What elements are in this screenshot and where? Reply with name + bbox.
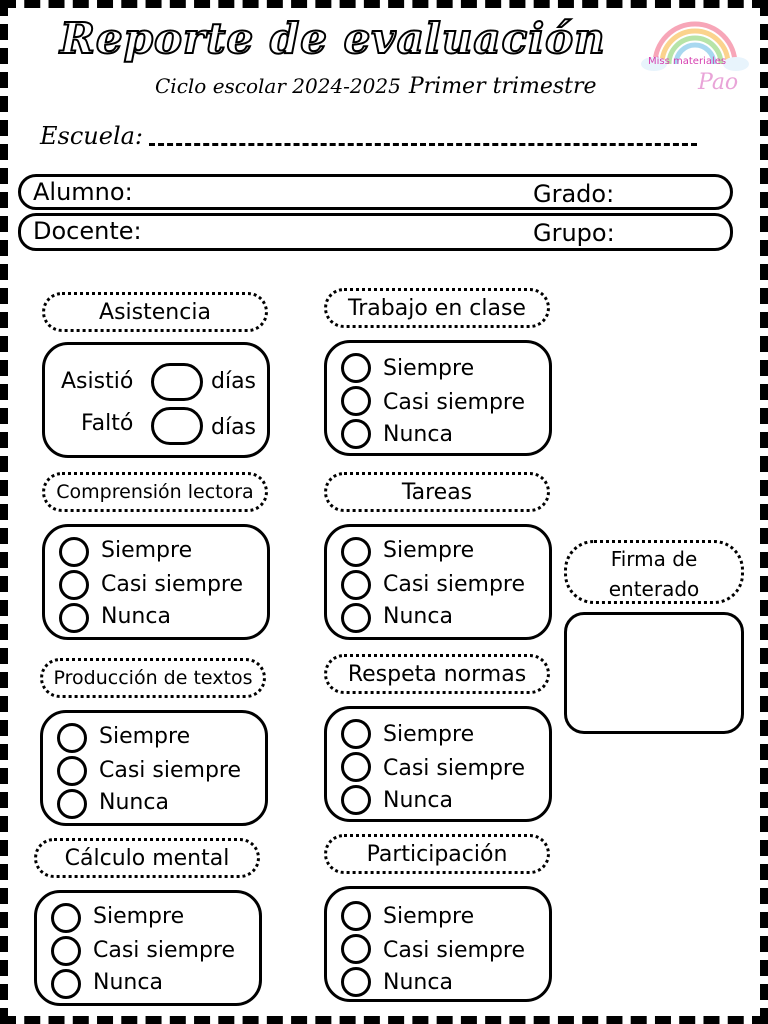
reading-casi: Casi siempre [101, 572, 244, 597]
writing-title: Producción de textos [40, 658, 266, 698]
rules-nunca: Nunca [383, 788, 453, 813]
math-casi: Casi siempre [93, 938, 236, 963]
homework-siempre-circle[interactable] [341, 537, 371, 567]
homework-nunca: Nunca [383, 604, 453, 629]
math-nunca: Nunca [93, 970, 163, 995]
rules-nunca-circle[interactable] [341, 785, 371, 815]
subtitle: Ciclo escolar 2024-2025 Primer trimestre [155, 74, 597, 99]
homework-title: Tareas [324, 472, 550, 512]
writing-siempre: Siempre [99, 724, 191, 749]
participation-title: Participación [324, 834, 550, 874]
student-label: Alumno: [33, 178, 133, 206]
classwork-siempre: Siempre [383, 356, 475, 381]
rules-casi: Casi siempre [383, 756, 526, 781]
participation-casi: Casi siempre [383, 938, 526, 963]
school-label: Escuela: [40, 122, 144, 150]
teacher-row[interactable]: Docente: Grupo: [18, 213, 733, 251]
group-label: Grupo: [533, 219, 615, 247]
school-field[interactable]: Escuela: [40, 122, 698, 150]
attendance-title: Asistencia [42, 292, 268, 332]
reading-casi-circle[interactable] [59, 570, 89, 600]
classwork-box: Siempre Casi siempre Nunca [324, 340, 552, 456]
classwork-title-text: Trabajo en clase [348, 295, 526, 321]
missed-days-label: días [211, 415, 257, 440]
attended-label: Asistió [61, 369, 134, 394]
page-title: Reporte de evaluación [59, 13, 606, 64]
classwork-casi-circle[interactable] [341, 386, 371, 416]
term: Primer trimestre [408, 74, 597, 99]
participation-nunca: Nunca [383, 970, 453, 995]
logo-name: Pao [698, 70, 739, 95]
classwork-casi: Casi siempre [383, 390, 526, 415]
attended-days-label: días [211, 369, 257, 394]
attendance-box: Asistió días Faltó días [42, 342, 270, 458]
participation-siempre-circle[interactable] [341, 901, 371, 931]
missed-days-input[interactable] [151, 407, 203, 445]
homework-siempre: Siempre [383, 538, 475, 563]
reading-title: Comprensión lectora [42, 472, 268, 512]
rules-title: Respeta normas [324, 654, 550, 694]
classwork-nunca-circle[interactable] [341, 419, 371, 449]
writing-siempre-circle[interactable] [57, 723, 87, 753]
missed-label: Faltó [81, 411, 134, 436]
homework-casi-circle[interactable] [341, 570, 371, 600]
classwork-nunca: Nunca [383, 422, 453, 447]
participation-casi-circle[interactable] [341, 934, 371, 964]
participation-box: Siempre Casi siempre Nunca [324, 886, 552, 1002]
signature-line2: enterado [608, 577, 700, 601]
writing-nunca: Nunca [99, 790, 169, 815]
rules-siempre-circle[interactable] [341, 719, 371, 749]
math-title-text: Cálculo mental [64, 845, 230, 871]
math-casi-circle[interactable] [51, 936, 81, 966]
math-siempre-circle[interactable] [51, 903, 81, 933]
rainbow-icon [641, 21, 749, 71]
math-title: Cálculo mental [34, 838, 260, 878]
reading-box: Siempre Casi siempre Nunca [42, 524, 270, 640]
writing-casi-circle[interactable] [57, 756, 87, 786]
rules-siempre: Siempre [383, 722, 475, 747]
signature-title: Firma de enterado [564, 540, 744, 604]
student-row[interactable]: Alumno: Grado: [18, 174, 733, 210]
writing-nunca-circle[interactable] [57, 789, 87, 819]
reading-siempre-circle[interactable] [59, 537, 89, 567]
math-nunca-circle[interactable] [51, 969, 81, 999]
homework-casi: Casi siempre [383, 572, 526, 597]
reading-nunca-circle[interactable] [59, 603, 89, 633]
school-line [149, 143, 698, 146]
participation-siempre: Siempre [383, 904, 475, 929]
participation-nunca-circle[interactable] [341, 967, 371, 997]
brand-logo: Miss materiales Pao [640, 14, 750, 100]
attendance-title-text: Asistencia [99, 299, 211, 325]
math-siempre: Siempre [93, 904, 185, 929]
math-box: Siempre Casi siempre Nunca [34, 890, 262, 1006]
classwork-siempre-circle[interactable] [341, 353, 371, 383]
homework-title-text: Tareas [401, 479, 473, 505]
homework-nunca-circle[interactable] [341, 603, 371, 633]
reading-title-text: Comprensión lectora [56, 481, 254, 503]
writing-casi: Casi siempre [99, 758, 242, 783]
logo-brand: Miss materiales [648, 56, 727, 67]
rules-title-text: Respeta normas [347, 661, 527, 687]
homework-box: Siempre Casi siempre Nunca [324, 524, 552, 640]
reading-siempre: Siempre [101, 538, 193, 563]
attended-days-input[interactable] [151, 363, 203, 401]
writing-box: Siempre Casi siempre Nunca [40, 710, 268, 826]
rules-box: Siempre Casi siempre Nunca [324, 706, 552, 822]
signature-line1: Firma de [610, 547, 698, 571]
classwork-title: Trabajo en clase [324, 288, 550, 328]
school-cycle: Ciclo escolar 2024-2025 [155, 74, 401, 98]
rules-casi-circle[interactable] [341, 752, 371, 782]
grade-label: Grado: [533, 180, 615, 208]
teacher-label: Docente: [33, 217, 142, 245]
reading-nunca: Nunca [101, 604, 171, 629]
signature-box[interactable] [564, 612, 744, 734]
participation-title-text: Participación [366, 841, 508, 867]
writing-title-text: Producción de textos [53, 667, 253, 689]
